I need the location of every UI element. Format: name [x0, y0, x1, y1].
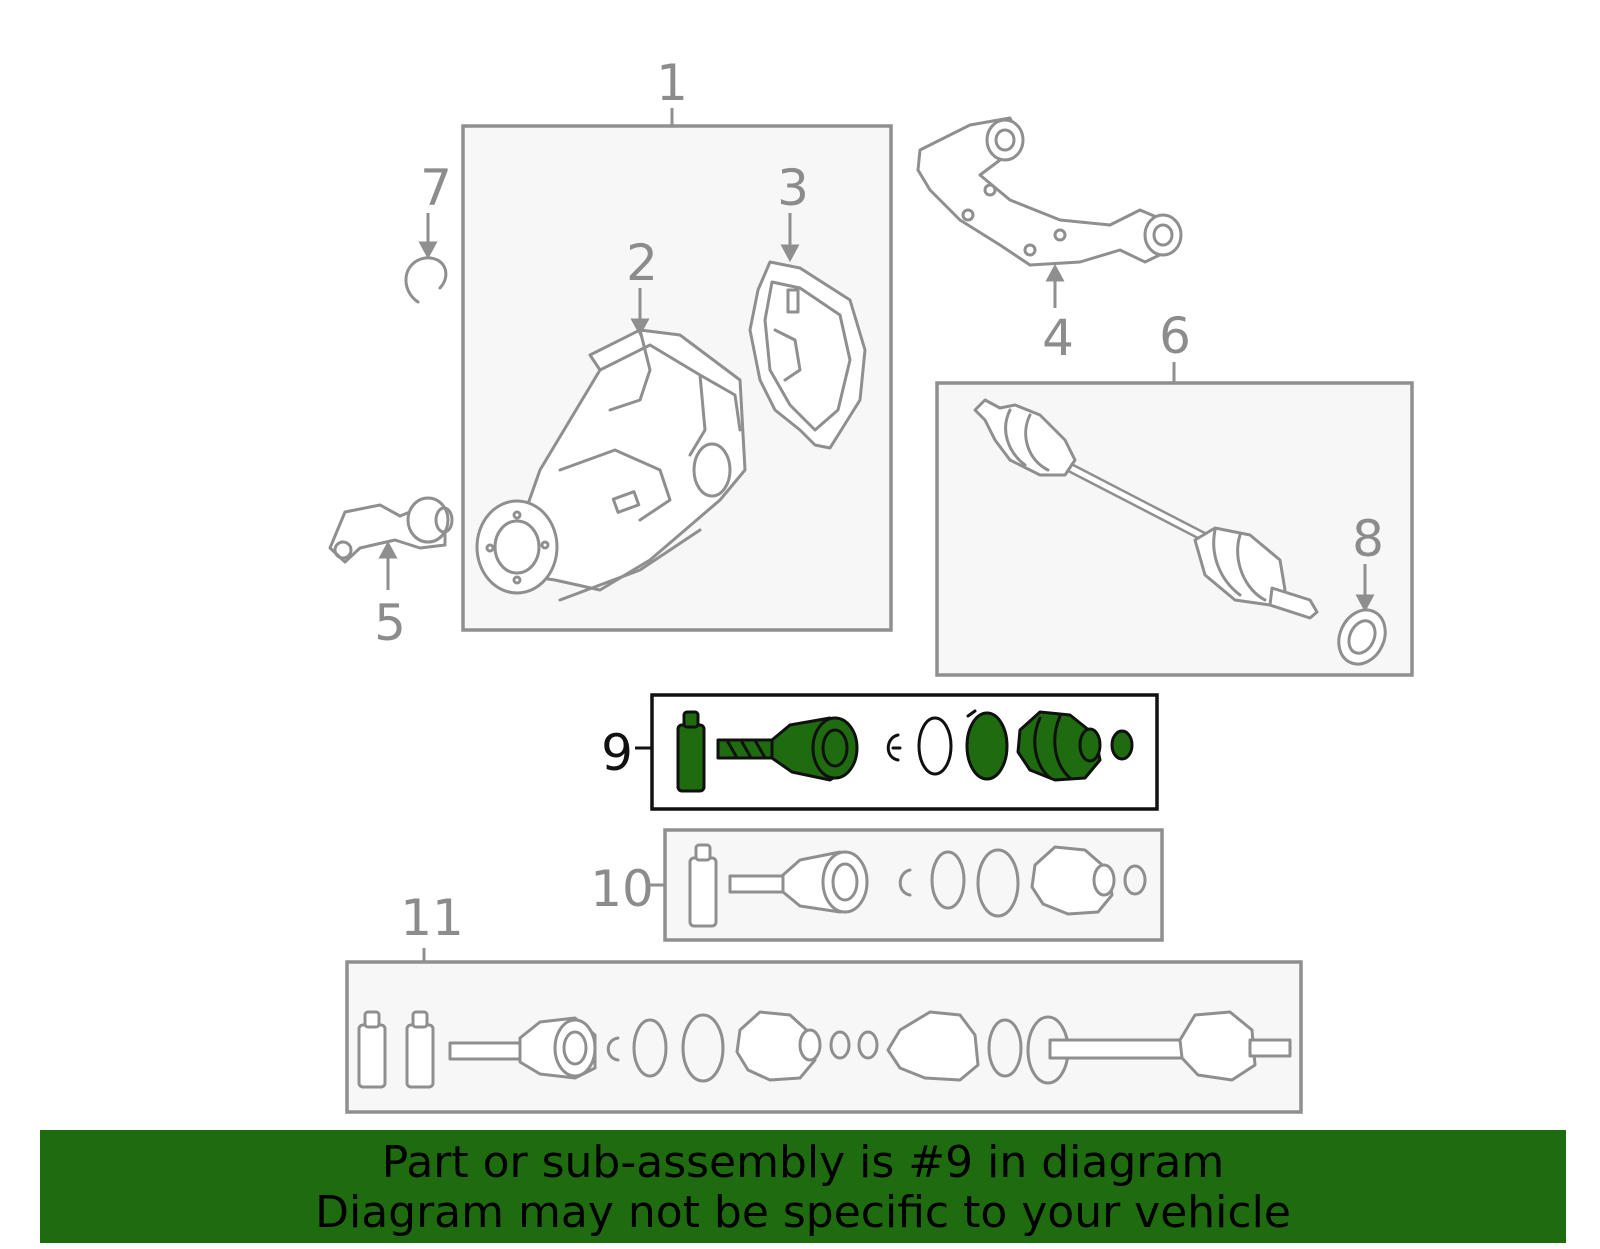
differential-housing-drawing — [475, 328, 747, 602]
callout-label-1: 1 — [656, 54, 688, 112]
callout-label-2: 2 — [626, 234, 658, 292]
callout-label-9: 9 — [601, 724, 633, 782]
callout-group-9[interactable]: 9 — [601, 693, 1159, 811]
callout-label-8: 8 — [1352, 510, 1384, 568]
callout-group-3[interactable]: 3 — [777, 159, 809, 263]
callout-group-7[interactable]: 7 — [404, 159, 452, 304]
callout-label-4: 4 — [1042, 309, 1074, 367]
callout-group-6[interactable]: 6 — [935, 307, 1414, 677]
callout-label-10: 10 — [590, 860, 654, 918]
info-banner: Part or sub-assembly is #9 in diagram Di… — [40, 1130, 1566, 1243]
callout-group-2[interactable]: 2 — [626, 234, 658, 337]
callout-label-7: 7 — [420, 159, 452, 217]
clip-drawing — [404, 256, 448, 304]
cv-joint-kit-drawing — [676, 709, 1134, 793]
callout-group-5[interactable]: 5 — [328, 496, 454, 652]
seal-drawing — [1337, 608, 1387, 666]
callout-label-3: 3 — [777, 159, 809, 217]
differential-cover-drawing — [748, 260, 867, 450]
callout-label-5: 5 — [374, 594, 406, 652]
mount-drawing — [328, 496, 454, 564]
banner-line-2: Diagram may not be specific to your vehi… — [315, 1187, 1291, 1238]
axle-kit-drawing — [357, 1010, 1292, 1089]
cv-joint-kit-alt-drawing — [688, 843, 1147, 928]
callout-group-10[interactable]: 10 — [590, 828, 1164, 942]
control-arm-drawing — [916, 116, 1183, 267]
axle-shaft-drawing — [973, 398, 1319, 620]
callout-group-11[interactable]: 11 — [345, 889, 1303, 1114]
callout-label-6: 6 — [1159, 307, 1191, 365]
banner-line-1: Part or sub-assembly is #9 in diagram — [381, 1137, 1225, 1188]
callout-label-11: 11 — [400, 889, 464, 947]
assembly-box-11 — [345, 960, 1303, 1114]
callout-group-4[interactable]: 4 — [916, 116, 1183, 367]
callout-group-8[interactable]: 8 — [1330, 510, 1394, 672]
